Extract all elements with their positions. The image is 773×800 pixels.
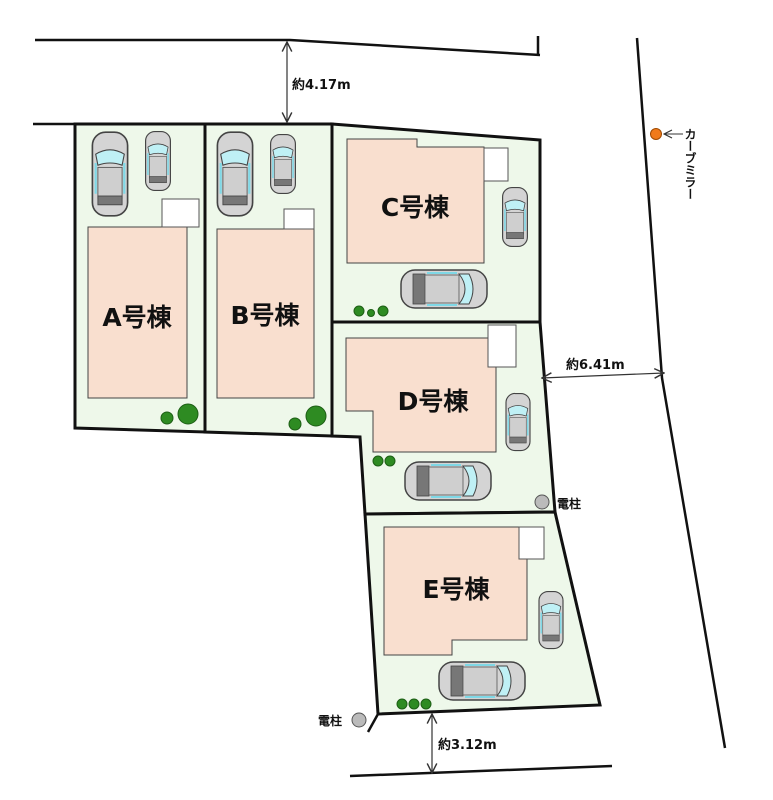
south-road-edge	[349, 764, 613, 778]
building-b	[216, 228, 315, 399]
east-road-width: 約6.41m	[566, 357, 625, 373]
building-c	[346, 138, 485, 264]
east-road-dimension-arrow	[542, 373, 664, 378]
car-icon	[400, 269, 488, 309]
storage-a	[161, 198, 200, 228]
car-icon	[404, 461, 492, 501]
lot-e-label: E号棟	[422, 575, 490, 604]
north-road-width: 約4.17m	[292, 77, 351, 93]
building-a	[87, 226, 188, 399]
utility-pole-east-label: 電柱	[557, 496, 581, 511]
car-icon	[501, 186, 529, 248]
car-icon	[144, 130, 172, 192]
car-icon	[505, 392, 531, 452]
car-icon	[438, 661, 526, 701]
lot-d-label: D号棟	[398, 387, 470, 416]
storage-e	[518, 526, 545, 560]
car-icon	[91, 131, 129, 217]
storage-c	[483, 147, 509, 182]
tree-icons	[160, 305, 432, 710]
utility-pole-icon	[534, 494, 550, 510]
lot-b-label: B号棟	[230, 301, 300, 330]
east-road-edge	[635, 37, 727, 749]
lot-c-label: C号棟	[381, 193, 450, 222]
car-icon	[538, 590, 564, 650]
storage-b	[283, 208, 315, 230]
north-road-edge	[35, 36, 541, 57]
car-icon	[269, 133, 297, 195]
curve-mirror-label: カーブミラー	[683, 128, 697, 200]
curve-mirror-icon	[650, 128, 662, 140]
storage-d	[487, 324, 517, 368]
lot-a-label: A号棟	[102, 303, 172, 332]
utility-pole-south-label: 電柱	[318, 713, 342, 728]
car-icon	[216, 131, 254, 217]
south-road-width: 約3.12m	[438, 737, 497, 753]
south-lot-edge	[366, 713, 380, 733]
utility-pole-icon	[351, 712, 367, 728]
